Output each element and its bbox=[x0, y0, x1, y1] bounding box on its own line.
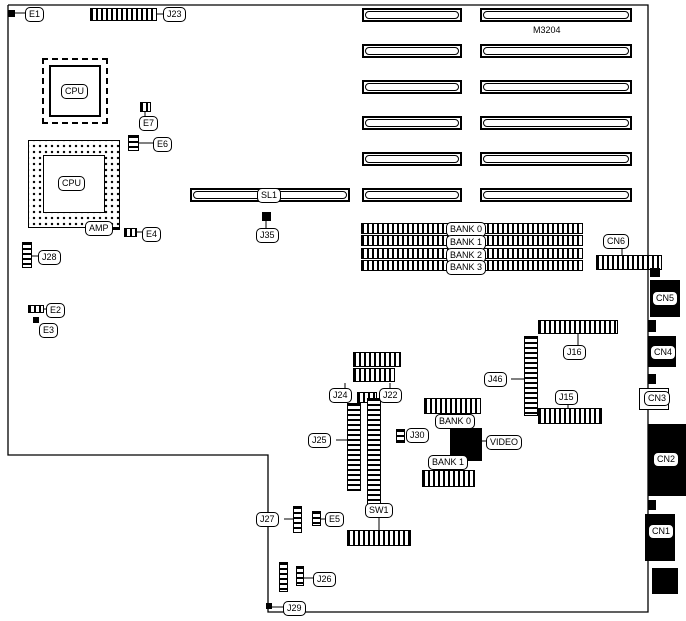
j27-connector bbox=[293, 506, 302, 533]
j46-connector bbox=[524, 336, 538, 416]
chip-marking-m3204: M3204 bbox=[533, 25, 561, 35]
j35-component bbox=[262, 212, 271, 221]
label-j26: J26 bbox=[313, 572, 336, 587]
j25-connector-b bbox=[367, 398, 381, 512]
label-sw1: SW1 bbox=[365, 503, 393, 518]
label-cn5: CN5 bbox=[652, 291, 679, 306]
cn6-connector bbox=[596, 255, 662, 270]
bank0-simm-socket bbox=[424, 398, 481, 414]
label-video-bank1: BANK 1 bbox=[428, 455, 469, 470]
e3-pad bbox=[33, 317, 39, 323]
j16-connector bbox=[538, 320, 618, 334]
isa-slot-right-3 bbox=[480, 80, 632, 94]
j23-connector bbox=[90, 8, 157, 21]
edge-part-1 bbox=[650, 268, 660, 277]
e2-connector bbox=[28, 305, 44, 313]
label-j35: J35 bbox=[256, 228, 279, 243]
label-sl1: SL1 bbox=[257, 188, 282, 203]
label-j16: J16 bbox=[563, 345, 586, 360]
label-e3: E3 bbox=[39, 323, 59, 338]
isa-slot-right-1 bbox=[480, 8, 632, 22]
label-j27: J27 bbox=[256, 512, 279, 527]
corner-port bbox=[652, 568, 678, 594]
isa-slot-left-5 bbox=[362, 152, 462, 166]
j30-connector bbox=[396, 429, 405, 443]
j26-connector-b bbox=[296, 566, 304, 586]
e5-connector bbox=[312, 511, 321, 526]
edge-part-2 bbox=[648, 320, 656, 332]
label-j25: J25 bbox=[308, 433, 331, 448]
isa-slot-left-6 bbox=[362, 188, 462, 202]
label-j46: J46 bbox=[484, 372, 507, 387]
label-amp: AMP bbox=[85, 221, 113, 236]
j15-connector bbox=[538, 408, 602, 424]
label-e5: E5 bbox=[325, 512, 345, 527]
isa-slot-left-2 bbox=[362, 44, 462, 58]
label-e4: E4 bbox=[142, 227, 162, 242]
label-video-bank0: BANK 0 bbox=[435, 414, 476, 429]
j24-j22-connector-a bbox=[353, 352, 401, 367]
label-e1: E1 bbox=[25, 7, 45, 22]
j25-connector-a bbox=[347, 403, 361, 491]
label-bank3: BANK 3 bbox=[446, 260, 487, 275]
sw1-dip-switch bbox=[347, 530, 411, 546]
label-video: VIDEO bbox=[486, 435, 523, 450]
bank1-simm-socket bbox=[422, 470, 475, 487]
j24-j22-connector-b bbox=[353, 368, 395, 382]
edge-part-3 bbox=[648, 374, 656, 384]
e6-connector bbox=[128, 135, 139, 151]
label-j23: J23 bbox=[163, 7, 186, 22]
label-e2: E2 bbox=[46, 303, 66, 318]
label-cpu-socket: CPU bbox=[58, 176, 86, 191]
label-j29: J29 bbox=[283, 601, 306, 616]
label-cn3: CN3 bbox=[644, 391, 671, 406]
e1-pad bbox=[8, 10, 15, 17]
label-e6: E6 bbox=[153, 137, 173, 152]
label-j30: J30 bbox=[406, 428, 429, 443]
isa-slot-right-2 bbox=[480, 44, 632, 58]
label-j15: J15 bbox=[555, 390, 578, 405]
label-cn1: CN1 bbox=[648, 524, 675, 539]
e7-connector bbox=[140, 102, 151, 112]
label-cn2: CN2 bbox=[653, 452, 680, 467]
label-e7: E7 bbox=[139, 116, 159, 131]
label-j28: J28 bbox=[38, 250, 61, 265]
label-cn6: CN6 bbox=[603, 234, 630, 249]
isa-slot-left-4 bbox=[362, 116, 462, 130]
isa-slot-right-4 bbox=[480, 116, 632, 130]
edge-part-4 bbox=[648, 500, 656, 510]
label-cn4: CN4 bbox=[650, 345, 677, 360]
isa-slot-left-1 bbox=[362, 8, 462, 22]
j29-pad bbox=[266, 603, 272, 609]
label-j24: J24 bbox=[329, 388, 352, 403]
isa-slot-left-3 bbox=[362, 80, 462, 94]
isa-slot-right-6 bbox=[480, 188, 632, 202]
e4-connector bbox=[124, 228, 137, 237]
j26-connector-a bbox=[279, 562, 288, 592]
label-j22: J22 bbox=[379, 388, 402, 403]
label-cpu-qfp: CPU bbox=[61, 84, 89, 99]
j28-connector bbox=[22, 242, 32, 268]
isa-slot-right-5 bbox=[480, 152, 632, 166]
